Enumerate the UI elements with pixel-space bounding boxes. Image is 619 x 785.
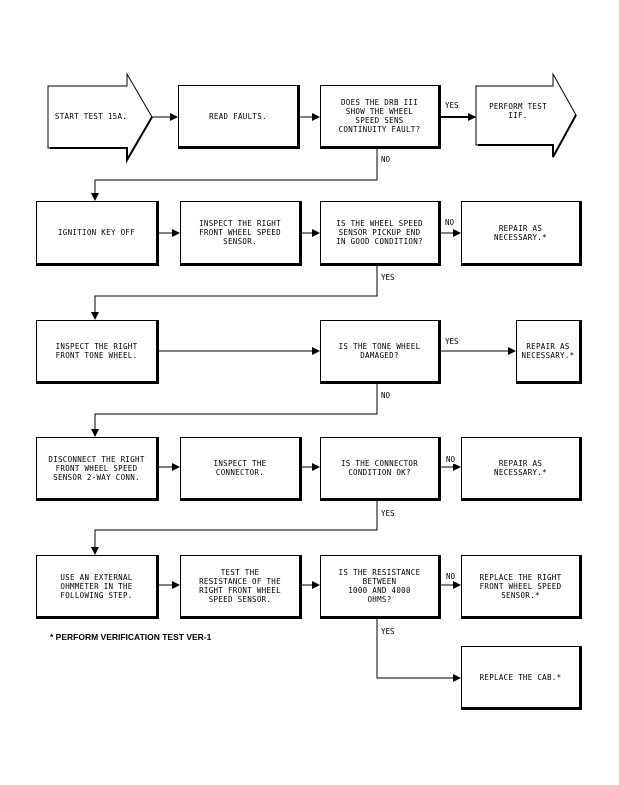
footnote: * PERFORM VERIFICATION TEST VER-1 — [50, 632, 212, 642]
yes-label: YES — [380, 273, 396, 282]
no-label: NO — [380, 391, 392, 400]
no-label: NO — [445, 572, 457, 581]
inspect-tone-wheel-box: INSPECT THE RIGHT FRONT TONE WHEEL. — [36, 320, 159, 384]
connector — [91, 148, 378, 201]
read-faults-box: READ FAULTS. — [178, 85, 300, 149]
decision-continuity-fault: DOES THE DRB III SHOW THE WHEEL SPEED SE… — [320, 85, 441, 149]
yes-label: YES — [380, 627, 396, 636]
connector — [91, 383, 378, 437]
repair-box-3: REPAIR AS NECESSARY.* — [461, 437, 582, 501]
replace-sensor-box: REPLACE THE RIGHT FRONT WHEEL SPEED SENS… — [461, 555, 582, 619]
inspect-connector-box: INSPECT THE CONNECTOR. — [180, 437, 302, 501]
repair-box-2: REPAIR AS NECESSARY.* — [516, 320, 582, 384]
yes-label: YES — [444, 101, 460, 110]
start-test-label: START TEST 15A. — [54, 112, 128, 121]
no-label: NO — [445, 455, 457, 464]
ignition-key-off-box: IGNITION KEY OFF — [36, 201, 159, 266]
inspect-sensor-box: INSPECT THE RIGHT FRONT WHEEL SPEED SENS… — [180, 201, 302, 266]
yes-label: YES — [444, 337, 460, 346]
yes-label: YES — [380, 509, 396, 518]
replace-cab-box: REPLACE THE CAB.* — [461, 646, 582, 710]
connector — [91, 500, 378, 555]
connector — [91, 265, 378, 320]
use-ohmmeter-box: USE AN EXTERNAL OHMMETER IN THE FOLLOWIN… — [36, 555, 159, 619]
connector — [376, 618, 461, 682]
decision-tone-wheel-damaged: IS THE TONE WHEEL DAMAGED? — [320, 320, 441, 384]
decision-connector-ok: IS THE CONNECTOR CONDITION OK? — [320, 437, 441, 501]
decision-pickup-condition: IS THE WHEEL SPEED SENSOR PICKUP END IN … — [320, 201, 441, 266]
perform-test-label: PERFORM TEST IIF. — [489, 102, 547, 120]
no-label: NO — [444, 218, 456, 227]
disconnect-connector-box: DISCONNECT THE RIGHT FRONT WHEEL SPEED S… — [36, 437, 159, 501]
repair-box-1: REPAIR AS NECESSARY.* — [461, 201, 582, 266]
no-label: NO — [380, 155, 392, 164]
test-resistance-box: TEST THE RESISTANCE OF THE RIGHT FRONT W… — [180, 555, 302, 619]
decision-resistance-range: IS THE RESISTANCE BETWEEN 1000 AND 4000 … — [320, 555, 441, 619]
